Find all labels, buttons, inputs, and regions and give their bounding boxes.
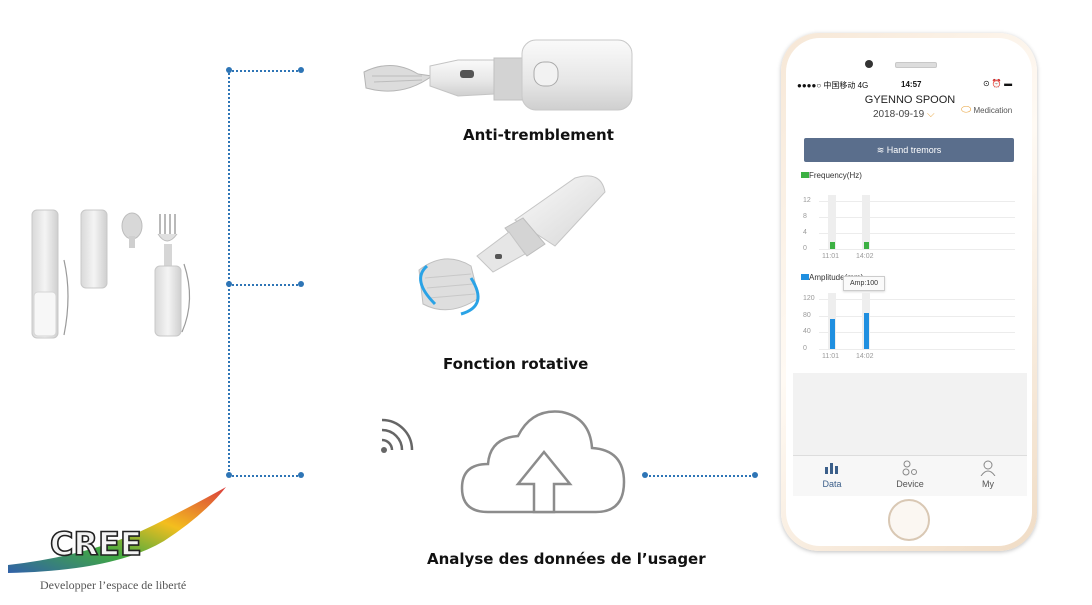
phone-screen: ●●●●○ 中国移动 4G 14:57 ⊙ ⏰ ▬ GYENNO SPOON 2… (793, 77, 1027, 496)
connector-dot (298, 472, 304, 478)
bar (863, 313, 869, 349)
tab-device[interactable]: Device (871, 456, 949, 496)
gridline (819, 249, 1015, 250)
date-text: 2018-09-19 (873, 109, 925, 120)
y-tick-label: 40 (803, 328, 811, 336)
gridline (819, 201, 1015, 202)
bar-track (862, 195, 870, 249)
camera-icon (865, 60, 873, 68)
y-tick-label: 12 (803, 197, 811, 204)
connector-dot (226, 67, 232, 73)
x-tick-label: 11:01 (822, 353, 839, 360)
app-header: GYENNO SPOON 2018-09-19 ⌵ ⬭ Medication (793, 93, 1027, 129)
speaker-grille (895, 62, 937, 68)
svg-text:Developper l’espace de liberté: Developper l’espace de liberté (40, 578, 186, 592)
bar-track (828, 195, 836, 249)
svg-text:CREE: CREE (50, 525, 142, 563)
hand-tremors-label: Hand tremors (886, 145, 942, 155)
device-icon (902, 460, 917, 476)
y-tick-label: 4 (803, 229, 807, 236)
connector-line-cloud-to-phone (645, 475, 755, 477)
anti-tremor-device-image (363, 39, 633, 111)
frequency-legend-swatch (801, 172, 809, 178)
spoon-kit-image (31, 209, 191, 339)
date-selector[interactable]: 2018-09-19 ⌵ (873, 109, 935, 120)
pill-icon: ⬭ (961, 102, 972, 116)
tab-my-label: My (982, 479, 994, 489)
wave-icon: ≋ (876, 145, 885, 155)
x-tick-label: 14:02 (856, 253, 874, 260)
y-tick-label: 80 (803, 311, 811, 319)
frequency-chart-title: Frequency(Hz) (809, 171, 862, 180)
gridline (819, 233, 1015, 234)
bottom-tab-bar: Data Device My (793, 455, 1027, 496)
y-tick-label: 0 (803, 245, 807, 252)
medication-label: Medication (973, 106, 1013, 115)
connector-dot (642, 472, 648, 478)
cloud-upload-icon (460, 410, 626, 514)
gridline (819, 332, 1015, 334)
connector-dot (298, 67, 304, 73)
home-button[interactable] (888, 499, 930, 541)
tab-my[interactable]: My (949, 456, 1027, 496)
connector-dot (298, 281, 304, 287)
bar-chart-icon (825, 463, 838, 474)
gridline (819, 217, 1015, 218)
medication-button[interactable]: ⬭ Medication (961, 102, 1012, 117)
x-tick-label: 11:01 (822, 253, 839, 260)
amplitude-legend-swatch (801, 274, 809, 280)
feature-label-rotative: Fonction rotative (443, 355, 589, 373)
app-title: GYENNO SPOON (864, 94, 956, 106)
tab-data-label: Data (822, 479, 842, 489)
gridline (819, 315, 1015, 317)
connector-vertical-line (228, 70, 230, 475)
connector-dot (752, 472, 758, 478)
hand-tremors-button[interactable]: ≋ Hand tremors (804, 138, 1014, 162)
person-icon (980, 460, 996, 476)
cree-logo: CREE Developper l’espace de liberté (8, 487, 226, 592)
status-icons: ⊙ ⏰ ▬ (983, 79, 1013, 88)
bar (829, 242, 835, 249)
x-tick-label: 14:02 (856, 353, 874, 360)
bar (863, 242, 869, 249)
wireless-signal-icon (381, 418, 414, 453)
rotative-device-image (418, 175, 606, 316)
chevron-down-icon: ⌵ (926, 109, 935, 120)
y-tick-label: 0 (803, 345, 807, 352)
tab-device-label: Device (896, 479, 924, 489)
status-bar: ●●●●○ 中国移动 4G 14:57 ⊙ ⏰ ▬ (793, 77, 1027, 93)
y-tick-label: 8 (803, 213, 807, 220)
tab-data[interactable]: Data (793, 456, 871, 496)
feature-label-data-analysis: Analyse des données de l’usager (427, 550, 706, 568)
bar (829, 318, 835, 349)
carrier-signal: ●●●●○ 中国移动 4G (797, 81, 869, 90)
gridline (819, 349, 1015, 350)
connector-line-rotative (229, 284, 301, 286)
feature-label-anti-tremor: Anti-tremblement (463, 126, 614, 144)
data-card: ≋ Hand tremors Frequency(Hz) Amplitude(m… (793, 129, 1027, 373)
connector-dot (226, 472, 232, 478)
gridline (819, 299, 1015, 300)
connector-dot (226, 281, 232, 287)
connector-line-anti-tremor (229, 70, 301, 72)
connector-line-data (229, 475, 301, 477)
y-tick-label: 120 (803, 295, 815, 302)
amplitude-tooltip: Amp:100 (843, 276, 886, 291)
amplitude-chart-title: Amplitude(mm) (809, 273, 864, 282)
status-time: 14:57 (901, 80, 922, 89)
